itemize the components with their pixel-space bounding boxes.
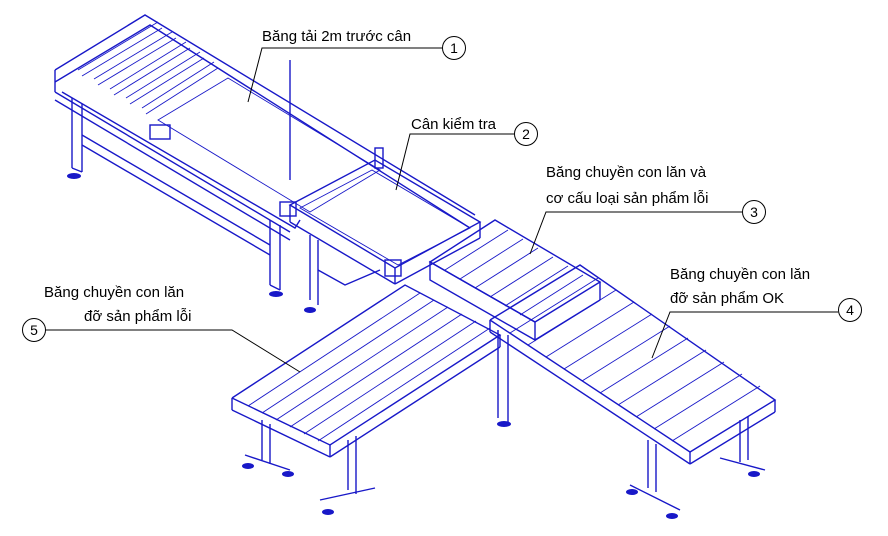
callout-2-text: Cân kiểm tra (411, 116, 497, 133)
callout-5-number: 5 (22, 318, 46, 342)
callout-4-text-line1: Băng chuyền con lăn (670, 266, 811, 283)
conveyor-1-infeed-belt (54, 14, 476, 297)
callout-2-number: 2 (514, 122, 538, 146)
callout-1-text: Băng tải 2m trước cân (262, 28, 412, 45)
callout-5-text-line2: đỡ sản phẩm lỗi (84, 308, 192, 325)
callout-3-text-line2: cơ cấu loại sản phẩm lỗi (546, 190, 709, 207)
conveyor-2-checkweigher (288, 147, 482, 313)
conveyor-5-reject-outfeed (231, 284, 502, 515)
callout-3-number: 3 (742, 200, 766, 224)
conveyor-3-reject-mechanism (428, 219, 602, 427)
callout-1-number: 1 (442, 36, 466, 60)
callout-4-number: 4 (838, 298, 862, 322)
callout-4-text-line2: đỡ sản phẩm OK (670, 290, 785, 307)
callout-3-text-line1: Băng chuyền con lăn và (546, 164, 707, 181)
leader-lines (44, 47, 838, 373)
conveyor-4-ok-outfeed (489, 264, 777, 519)
callout-5-text-line1: Băng chuyền con lăn (44, 284, 185, 301)
